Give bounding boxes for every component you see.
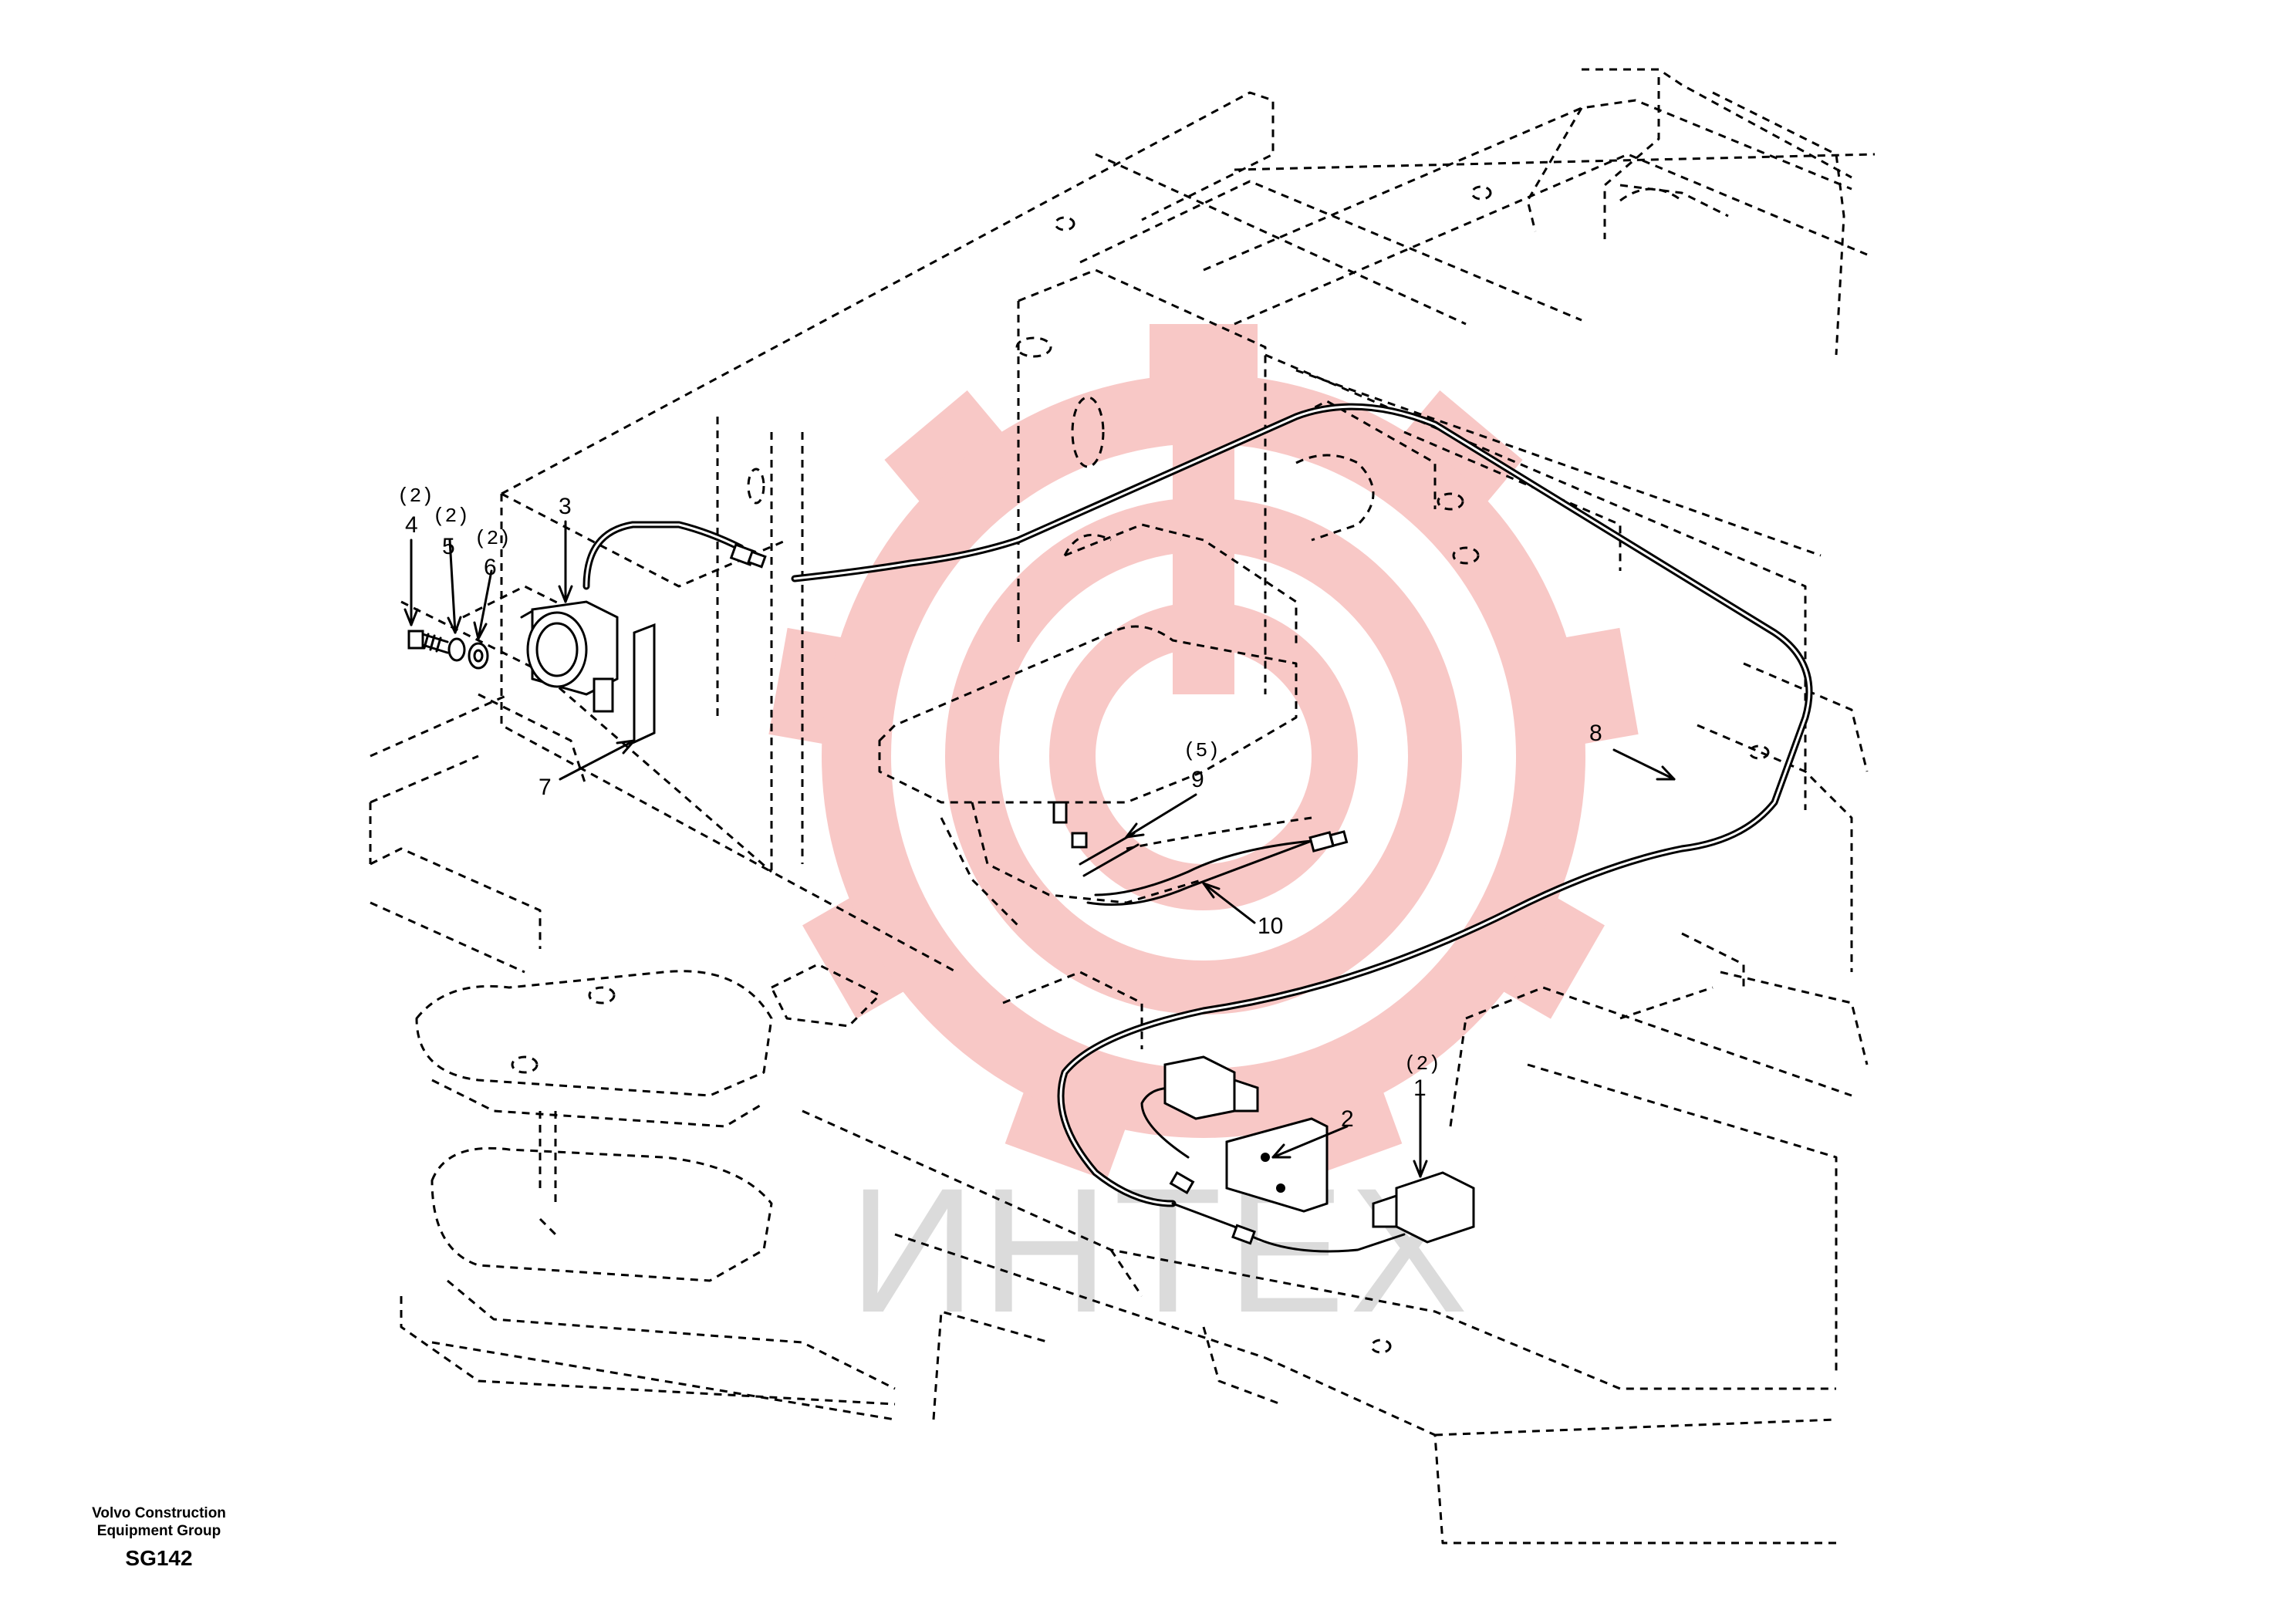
callout-9-number: 9: [1191, 767, 1204, 792]
callout-8-number: 8: [1589, 721, 1602, 746]
callout-5-qty: (2): [433, 505, 469, 528]
callout-6-number: 6: [484, 555, 497, 580]
callout-5-number: 5: [442, 534, 455, 559]
cable-tie: [1052, 801, 1140, 877]
wire-harness: [582, 403, 1813, 1253]
callout-3-number: 3: [559, 494, 572, 519]
callout-4-qty: (2): [397, 484, 434, 508]
callout-7-number: 7: [539, 775, 552, 800]
callout-9-qty: (5): [1183, 739, 1220, 762]
switch-bracket: [1225, 1117, 1329, 1213]
spring-washer: [447, 637, 466, 662]
harness-connector: [729, 543, 1349, 1245]
switch-lower: [1372, 1171, 1475, 1244]
horn-bracket: [633, 623, 656, 744]
title-block: Volvo Construction Equipment Group SG142: [74, 1504, 244, 1572]
callout-labels: (2) 4 (2) 5 (2) 6 3 7 8 (5) 9 10 2 (2) 1: [397, 484, 1602, 1132]
watermark-text: ИНТЕХ: [849, 1151, 1473, 1349]
horn-bolt: [407, 630, 449, 654]
horn: [520, 600, 619, 713]
callout-6-qty: (2): [474, 527, 511, 550]
drawing-code: SG142: [125, 1546, 193, 1570]
switch-upper: [1163, 1055, 1259, 1120]
callout-2-number: 2: [1341, 1106, 1354, 1132]
company-name-line1: Volvo Construction: [92, 1505, 226, 1521]
callout-1-number: 1: [1413, 1075, 1427, 1101]
callout-4-number: 4: [405, 512, 418, 538]
callout-10-number: 10: [1258, 913, 1283, 939]
plain-washer: [468, 642, 489, 670]
callout-1-qty: (2): [1404, 1052, 1440, 1075]
leader-lines: [403, 520, 1676, 1178]
company-name-line2: Equipment Group: [96, 1523, 221, 1539]
upper-frame-outline: [369, 68, 1876, 1545]
